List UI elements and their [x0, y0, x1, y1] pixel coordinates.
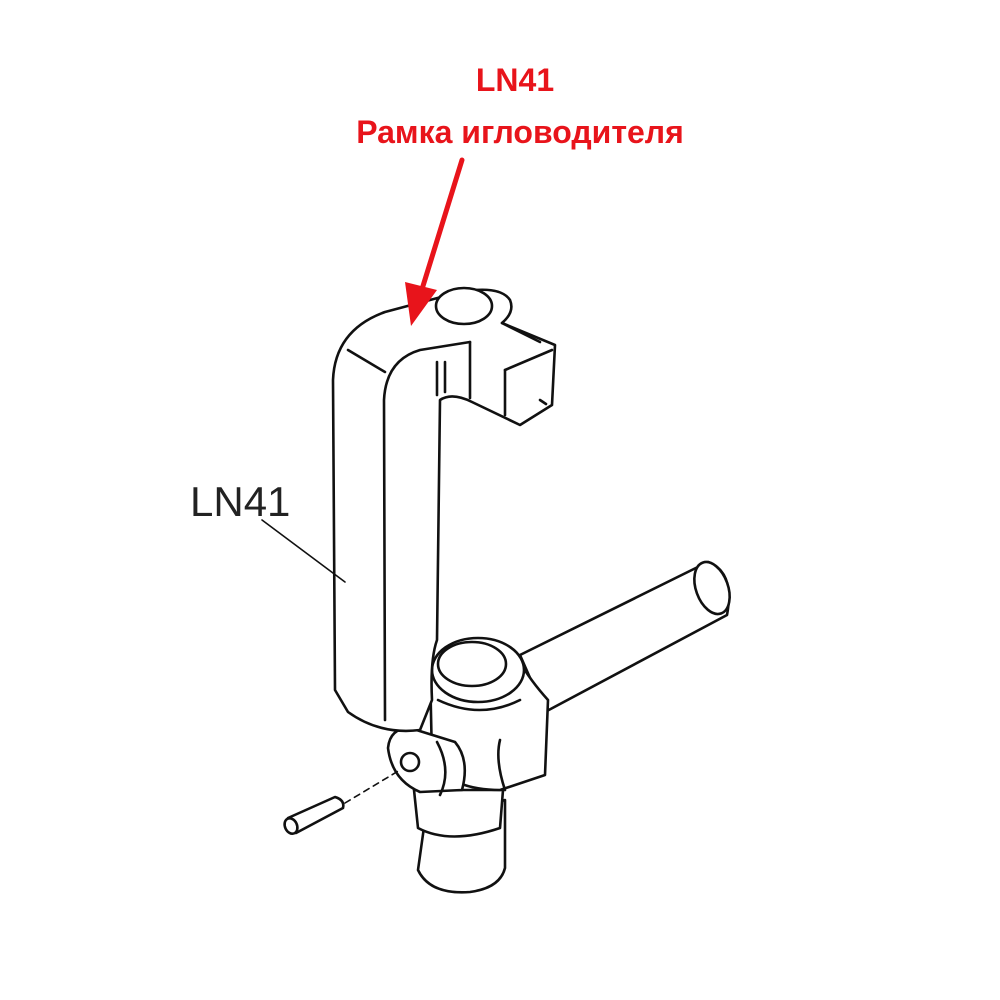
needle-bar-frame	[331, 286, 557, 733]
pin	[283, 769, 401, 835]
clamp-hub	[386, 636, 550, 894]
part-callout-label: LN41	[190, 478, 291, 525]
part-name-title: Рамка игловодителя	[356, 114, 684, 150]
horizontal-shaft	[518, 560, 731, 714]
part-code-title: LN41	[475, 62, 555, 98]
callout-leader-line	[261, 519, 346, 583]
red-arrow	[405, 157, 465, 326]
